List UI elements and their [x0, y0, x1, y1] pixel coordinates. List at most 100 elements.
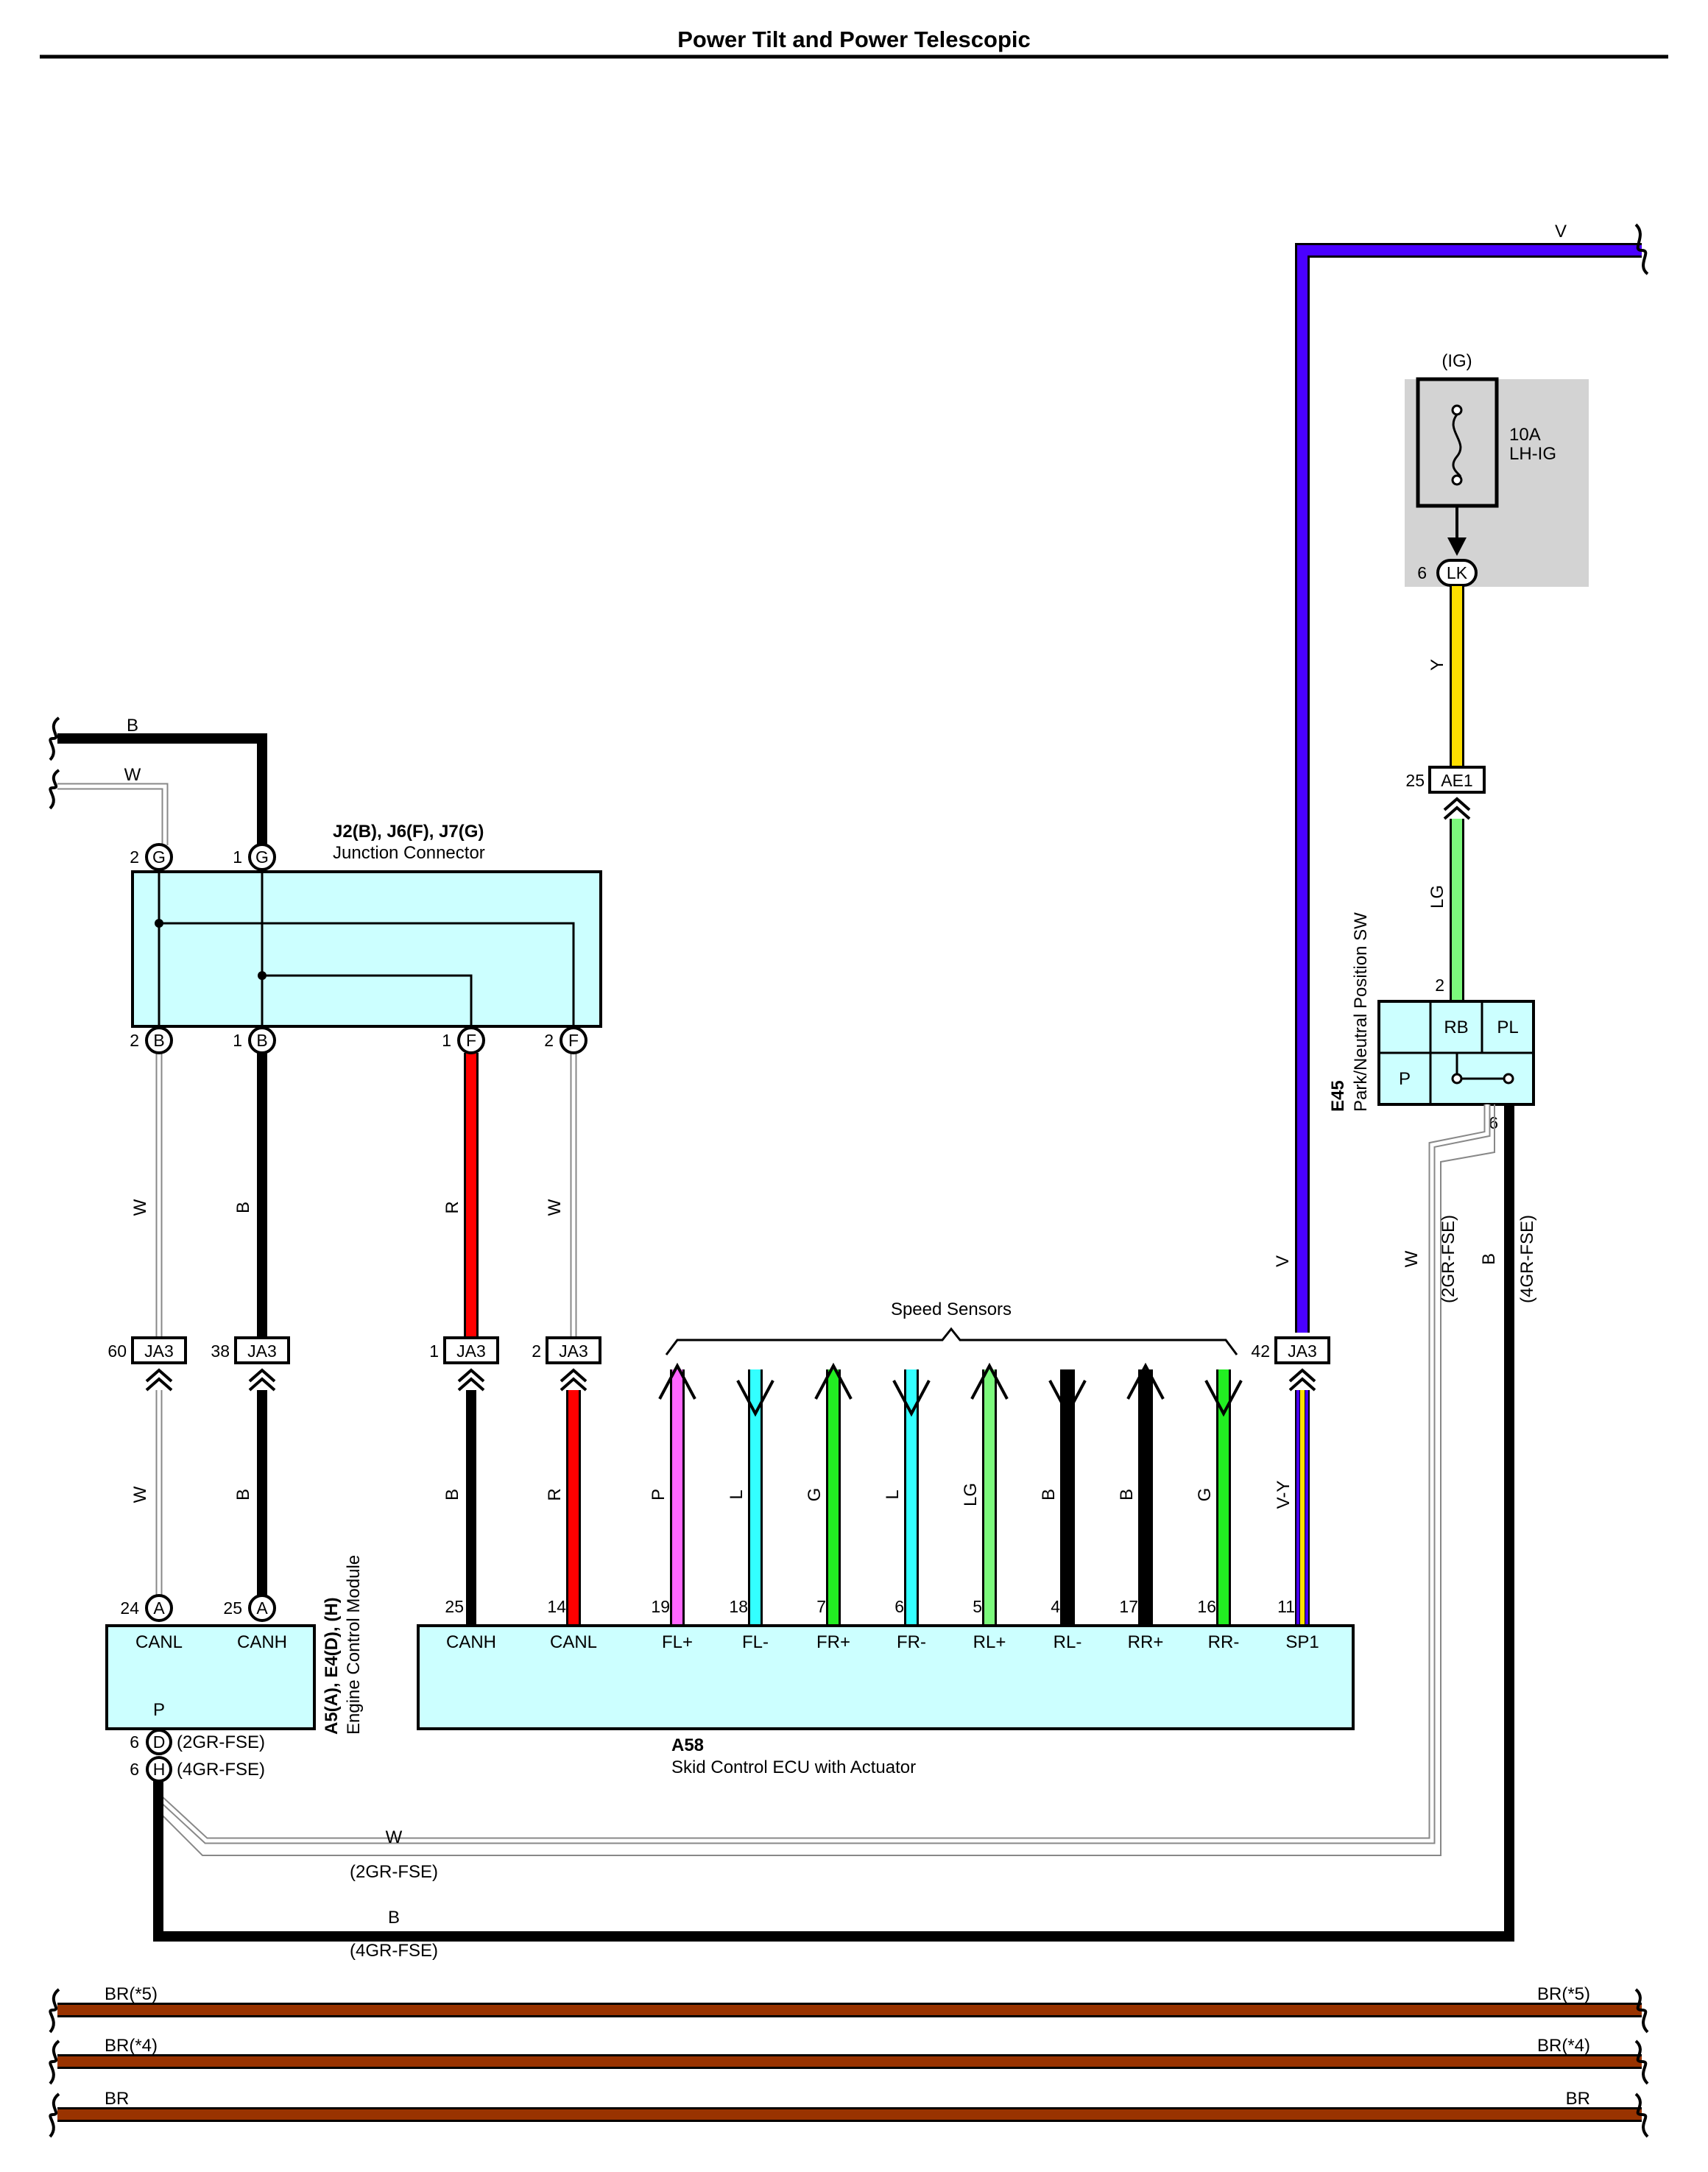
speed-sensor-wire: P — [649, 1362, 696, 1626]
ecu-pin-label: RR- — [1208, 1632, 1240, 1652]
arrow-up-icon — [658, 1362, 696, 1400]
ecm-p-label: P — [153, 1700, 165, 1720]
ecm-pin-number: 24 — [120, 1598, 139, 1618]
wire-label-lg: LG — [1428, 885, 1447, 909]
ecu-pin-number: 5 — [973, 1597, 982, 1616]
ae1-connector-label: AE1 — [1441, 771, 1472, 790]
ecu-pin-number: 16 — [1197, 1597, 1216, 1616]
junction-internal-lines — [155, 869, 575, 1031]
fuse-source: (IG) — [1441, 351, 1472, 371]
speed-sensor-wire: L — [883, 1369, 931, 1626]
ecu-pin-label: FR+ — [816, 1632, 850, 1652]
ja3-connector — [234, 1336, 290, 1364]
ecu-pin-label: CANH — [446, 1632, 496, 1652]
ja3-pin-number: 2 — [532, 1341, 541, 1361]
ecu-pin-label: CANL — [550, 1632, 597, 1652]
ja3-connector-label: JA3 — [456, 1341, 486, 1361]
ja3-connector — [131, 1336, 187, 1364]
wire-label-v-top: V — [1555, 222, 1567, 241]
wire-label-ecu-b: B — [442, 1489, 462, 1501]
wire-break-icon — [1634, 2039, 1649, 2085]
junction-box — [131, 870, 602, 1028]
ground-line-label-right: BR(*4) — [1537, 2036, 1590, 2056]
wire-label-b-4gr: B — [1479, 1253, 1499, 1265]
fuse-connector-label: LK — [1447, 563, 1468, 582]
fuse-rating: 10A — [1509, 425, 1541, 445]
junction-bottom-pin-connector: B — [256, 1031, 267, 1050]
arrow-up-icon — [814, 1362, 853, 1400]
ecm-pins-bottom: 6 D (2GR-FSE) 6 H (4GR-FSE) — [130, 1729, 265, 1783]
wire-w-top — [49, 769, 169, 845]
ecu-pin-number: 25 — [445, 1597, 464, 1616]
wire-label-bottom-w: W — [386, 1827, 403, 1847]
wire-note-b-4gr: (4GR-FSE) — [1517, 1215, 1537, 1303]
e45-pin-in: 2 — [1435, 976, 1444, 995]
ecu-pin-label: RL+ — [973, 1632, 1006, 1652]
wire-break-icon — [49, 1988, 60, 2034]
e45-cell-pl: PL — [1497, 1018, 1518, 1037]
ecu-pin-number: 14 — [547, 1597, 566, 1616]
junction-bottom-pin-number: 2 — [130, 1031, 139, 1050]
wire-note-bottom-b: (4GR-FSE) — [350, 1941, 438, 1961]
junction-top-pin-number: 1 — [233, 847, 242, 867]
wire-label-jc-w1: W — [130, 1199, 150, 1216]
speed-sensor-wire: L — [727, 1369, 774, 1626]
speed-sensors-brace — [665, 1327, 1238, 1355]
wire-label-jc-w2: W — [545, 1199, 565, 1216]
junction-bottom-pins: 2 B 1 B 1 F 2 F — [130, 1026, 587, 1054]
wire-b-top — [49, 716, 267, 845]
ecu-pin-number: 11 — [1277, 1597, 1295, 1616]
fuse-connector-lk — [1436, 559, 1478, 587]
ja3-pin-number: 38 — [211, 1341, 230, 1361]
ja3-connector-label: JA3 — [559, 1341, 588, 1361]
ecu-pin-label: SP1 — [1285, 1632, 1319, 1652]
wire-label-sp1: V-Y — [1274, 1481, 1294, 1509]
e45-pin-out: 6 — [1489, 1113, 1498, 1132]
wire-break-icon — [49, 2092, 60, 2138]
wire-label-v-down: V — [1273, 1255, 1293, 1267]
ecm-box — [105, 1624, 316, 1730]
ecu-name: Skid Control ECU with Actuator — [671, 1757, 916, 1777]
ja3-connector — [546, 1336, 601, 1364]
ground-line-br: BR(*5)BR(*5) — [49, 1984, 1649, 2034]
ecu-pin-number: 19 — [651, 1597, 670, 1616]
ecm-pin-connector: A — [153, 1598, 165, 1618]
ground-line-label-right: BR(*5) — [1537, 1984, 1590, 2004]
wire-label-ecm-w: W — [130, 1486, 150, 1503]
ecm-ecu-upper-wires — [155, 1390, 1310, 1626]
ja3-pin-number: 1 — [429, 1341, 439, 1361]
wire-break-icon — [1634, 1988, 1649, 2034]
diagram-title: Power Tilt and Power Telescopic — [677, 27, 1031, 52]
ja3-connector — [1274, 1336, 1330, 1364]
wire-label-w-top: W — [124, 765, 141, 785]
junction-name: Junction Connector — [333, 843, 485, 863]
wire-w-2gr — [155, 1104, 1495, 1856]
speed-sensor-wire-label: B — [1039, 1489, 1059, 1501]
ecu-pin-number: 18 — [729, 1597, 748, 1616]
wire-label-ecu-r: R — [545, 1488, 565, 1501]
ecu-pin-label: FL+ — [662, 1632, 693, 1652]
junction-top-pin-number: 2 — [130, 847, 139, 867]
ecm-pin-label: CANL — [135, 1632, 183, 1652]
speed-sensor-wire: G — [805, 1362, 853, 1626]
junction-top-pins: 2 G 1 G — [130, 843, 276, 871]
wire-label-w-2gr: W — [1402, 1250, 1422, 1267]
ecm-bottom-pin-connector: H — [153, 1760, 166, 1779]
speed-sensors-title: Speed Sensors — [891, 1300, 1012, 1319]
wire-label-b-top: B — [127, 716, 138, 736]
wire-break-icon — [1634, 2092, 1649, 2138]
ecu-pin-label: FL- — [742, 1632, 769, 1652]
speed-sensor-wire-label: B — [1117, 1489, 1137, 1501]
fuse-name: LH-IG — [1509, 444, 1556, 464]
junction-bottom-pin-connector: B — [153, 1031, 164, 1050]
wire-label-ecm-b: B — [233, 1489, 253, 1501]
speed-sensor-wire-label: G — [1195, 1488, 1215, 1502]
ecu-code: A58 — [671, 1735, 704, 1755]
ecm-pins-top: 24 A 25 A — [120, 1594, 276, 1622]
ecu-pin-label: RR+ — [1128, 1632, 1164, 1652]
junction-bottom-pin-connector: F — [466, 1031, 476, 1050]
arrow-up-icon — [1126, 1362, 1165, 1400]
ecu-pin-number: 6 — [894, 1597, 904, 1616]
